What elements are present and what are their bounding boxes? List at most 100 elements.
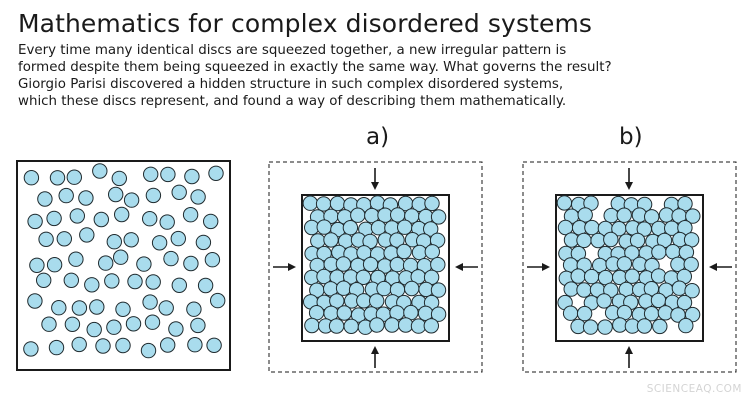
disc — [186, 301, 202, 317]
disc — [329, 195, 346, 212]
disc — [93, 211, 110, 228]
disc — [650, 268, 667, 284]
panel-b-outer-dashed-frame — [522, 161, 737, 373]
disc — [629, 232, 646, 249]
description-line: Giorgio Parisi discovered a hidden struc… — [18, 77, 564, 92]
disc — [71, 300, 88, 316]
disc — [423, 221, 439, 237]
panel-b-disc-group — [556, 195, 701, 335]
disc — [389, 256, 405, 273]
disc — [210, 292, 226, 309]
disc — [583, 268, 600, 285]
disc — [430, 209, 447, 225]
disc — [362, 256, 379, 273]
disc — [329, 293, 345, 309]
disc — [123, 192, 140, 208]
disc — [678, 317, 694, 334]
disc — [78, 190, 94, 206]
disc — [342, 220, 359, 236]
disc — [51, 300, 67, 316]
disc — [159, 214, 175, 230]
disc — [304, 317, 320, 334]
disc — [396, 243, 412, 260]
page-title: Mathematics for complex disordered syste… — [18, 9, 593, 38]
description-line: formed despite them being squeezed in ex… — [18, 60, 612, 75]
disc — [576, 305, 593, 322]
disc — [636, 318, 653, 334]
disc — [683, 256, 699, 273]
disc — [168, 321, 184, 337]
disc — [616, 256, 633, 272]
disc — [92, 163, 108, 179]
disc — [397, 219, 413, 235]
disc — [143, 166, 159, 183]
disc — [104, 273, 120, 289]
disc — [335, 256, 352, 272]
disc — [576, 282, 592, 298]
panel-a-outer-dashed-frame — [268, 161, 483, 373]
disc — [68, 251, 84, 267]
disc — [616, 207, 632, 223]
disc — [158, 300, 174, 316]
disc — [163, 250, 179, 267]
disc — [430, 306, 447, 322]
disc — [603, 207, 619, 224]
disc — [430, 282, 447, 298]
disc — [89, 299, 105, 315]
description-line: Every time many identical discs are sque… — [18, 43, 567, 58]
disc — [29, 257, 45, 273]
disc — [624, 268, 640, 284]
disc — [38, 231, 54, 248]
disc — [197, 277, 214, 294]
panel-b: b) — [522, 124, 737, 373]
disc — [302, 195, 318, 211]
disc — [41, 316, 57, 332]
disc — [424, 195, 440, 212]
disc — [46, 210, 62, 227]
disc — [37, 191, 53, 207]
disc — [398, 317, 414, 333]
disc — [423, 318, 439, 334]
loose-disc-group — [23, 163, 226, 359]
disc — [145, 274, 161, 290]
disc — [556, 195, 573, 211]
disc — [36, 272, 52, 288]
disc — [190, 189, 206, 205]
disc — [160, 337, 176, 353]
disc — [66, 169, 83, 185]
disc — [69, 208, 86, 224]
disc — [328, 318, 345, 334]
disc — [644, 209, 660, 225]
loose-discs-panel — [16, 160, 231, 371]
disc — [684, 283, 700, 299]
disc — [140, 342, 157, 359]
disc — [369, 293, 385, 309]
disc — [343, 318, 359, 334]
disc — [115, 337, 131, 354]
disc — [63, 272, 80, 288]
disc — [151, 235, 168, 251]
disc — [410, 318, 427, 334]
description-line: which these discs represent, and found a… — [18, 94, 567, 109]
disc — [562, 305, 579, 321]
disc — [570, 268, 586, 284]
disc — [430, 256, 446, 273]
disc — [108, 186, 124, 203]
disc — [384, 317, 400, 333]
disc — [184, 168, 200, 185]
disc — [597, 319, 613, 335]
disc — [114, 206, 130, 223]
disc — [577, 207, 593, 223]
disc — [356, 293, 372, 309]
disc — [23, 341, 39, 357]
disc — [204, 252, 221, 268]
disc — [350, 207, 366, 223]
disc — [49, 170, 66, 186]
disc — [123, 232, 139, 248]
disc — [651, 244, 667, 260]
disc — [315, 196, 332, 212]
disc — [144, 314, 161, 330]
disc — [95, 338, 111, 354]
disc — [590, 232, 606, 249]
